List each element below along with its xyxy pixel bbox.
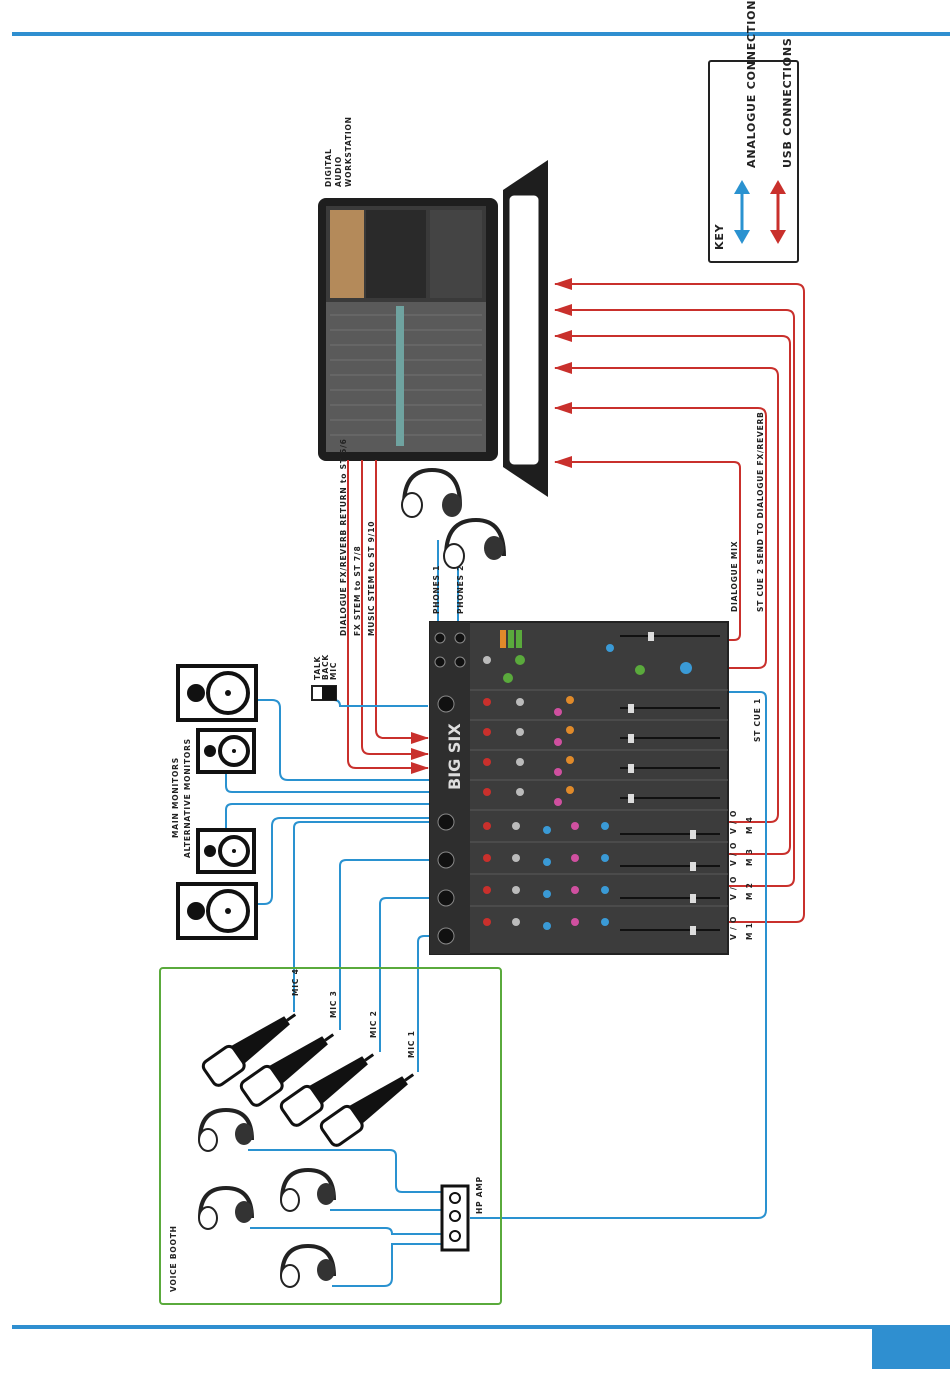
talkback-mic-icon [311, 685, 337, 701]
laptop-icon [318, 160, 548, 497]
vom1-label: V / O [729, 916, 738, 940]
bottom-rule [12, 1325, 950, 1329]
main-monitors-label: MAIN MONITORS [171, 757, 180, 838]
talkback-label-2: BACK [321, 654, 330, 680]
legend-key: KEY ANALOGUE CONNECTIONS USB CONNECTIONS [708, 0, 799, 263]
voice-booth-label: VOICE BOOTH [169, 1225, 178, 1292]
mixer-brand: BIG SIX [445, 723, 464, 790]
workstation-label: DIGITAL [324, 148, 333, 187]
page-tab [872, 1329, 950, 1369]
vom2-label: V / O [729, 876, 738, 900]
alt-monitor-icon [196, 728, 256, 774]
microphone-icon [239, 1033, 335, 1107]
microphone-icon [279, 1053, 375, 1127]
phones1-label: PHONES 1 [432, 565, 441, 614]
mic2-label: MIC 2 [369, 1010, 378, 1038]
hp-amp-icon [440, 1184, 470, 1252]
headphones-icon [280, 1243, 336, 1288]
vom4-label-m: M 4 [745, 816, 754, 834]
vom2-label-m: M 2 [745, 882, 754, 900]
vom3-label: V / O [729, 842, 738, 866]
talkback-label-3: MIC [329, 662, 338, 680]
dialogue-return-label: DIALOGUE FX/REVERB RETURN to ST 5/6 [339, 438, 348, 636]
vom3-label-m: M 3 [745, 848, 754, 866]
st-cue1-label: ST CUE 1 [753, 698, 762, 742]
headphones-icon [443, 517, 506, 569]
mic1-label: MIC 1 [407, 1030, 416, 1058]
fx-stem-label: FX STEM to ST 7/8 [353, 546, 362, 637]
key-analogue-label: ANALOGUE CONNECTIONS [745, 0, 758, 168]
vom4-label: V / O [729, 810, 738, 834]
microphone-icon [201, 1013, 297, 1087]
mic4-label: MIC 4 [291, 968, 300, 996]
workstation-label-3: WORKSTATION [344, 116, 353, 187]
headphones-icon [401, 467, 462, 518]
analogue-arrow-icon [734, 180, 750, 244]
usb-connections [347, 278, 805, 923]
music-stem-label: MUSIC STEM to ST 9/10 [367, 521, 376, 636]
alt-monitor-icon [196, 828, 256, 874]
hp-amp-label: HP AMP [475, 1176, 484, 1214]
big-six-mixer: BIG SIX [429, 621, 729, 955]
headphones-icon [198, 1107, 254, 1152]
alt-monitors-label: ALTERNATIVE MONITORS [183, 738, 192, 858]
vom1-label-m: M 1 [745, 922, 754, 940]
voice-booth [159, 967, 502, 1305]
phones2-label: PHONES 2 [456, 565, 465, 614]
st-cue2-label: ST CUE 2 SEND TO DIALOGUE FX/REVERB [756, 411, 765, 612]
usb-arrow-icon [770, 180, 786, 244]
headphones-icon [280, 1167, 336, 1212]
talkback-label: TALK [313, 655, 322, 680]
mic3-label: MIC 3 [329, 990, 338, 1018]
workstation-label-2: AUDIO [334, 156, 343, 187]
main-monitor-icon [176, 882, 258, 940]
top-rule [12, 32, 950, 36]
dialogue-mix-label: DIALOGUE MIX [730, 541, 739, 612]
headphones-icon [198, 1185, 254, 1230]
key-title: KEY [713, 223, 726, 250]
main-monitor-icon [176, 664, 258, 722]
key-usb-label: USB CONNECTIONS [781, 37, 794, 168]
analogue-connections [225, 540, 767, 1287]
microphone-icon [319, 1073, 415, 1147]
